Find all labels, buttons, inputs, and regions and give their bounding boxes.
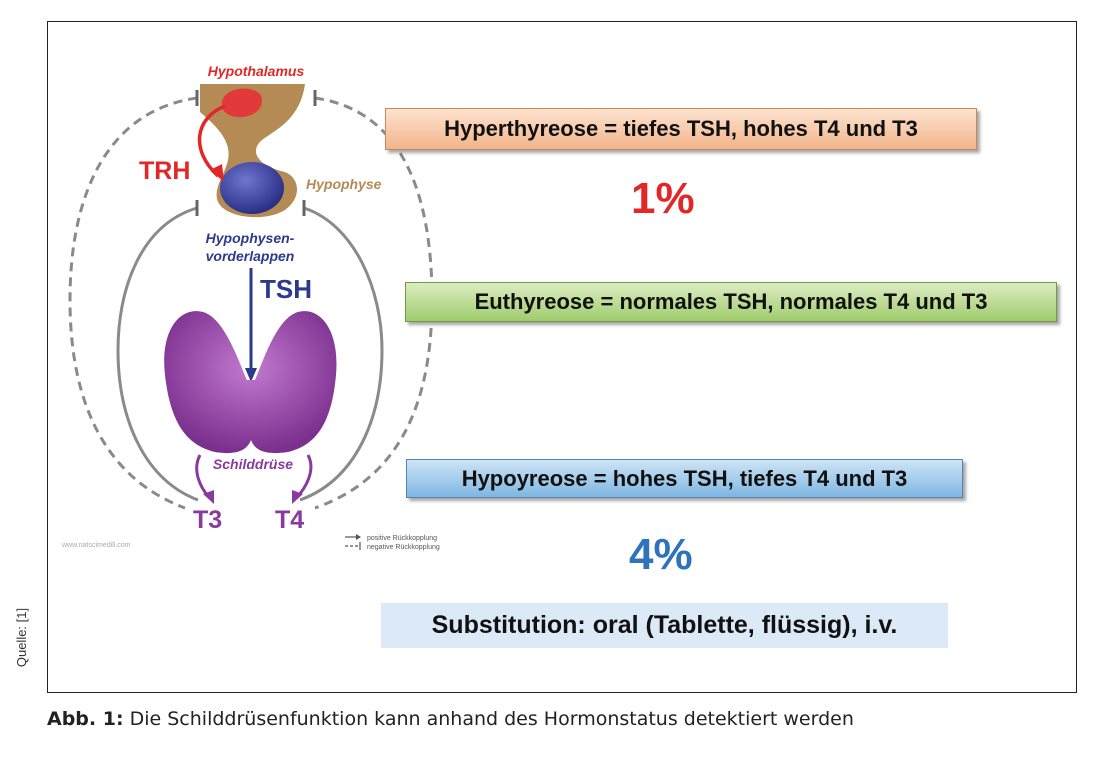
anterior-pituitary-label-line1: Hypophysen- [206,230,295,246]
euthyreose-box: Euthyreose = normales TSH, normales T4 u… [405,282,1057,322]
watermark: www.natscimedill.com [61,542,131,549]
t3-label: T3 [193,506,222,534]
caption-text: Die Schilddrüsenfunktion kann anhand des… [124,708,854,730]
caption-label: Abb. 1: [47,708,124,730]
legend: positive Rückkopplung negative Rückkoppl… [345,534,440,551]
substitution-box: Substitution: oral (Tablette, flüssig), … [381,603,948,648]
hypothyreose-box: Hypoyreose = hohes TSH, tiefes T4 und T3 [406,459,963,498]
thyroid-axis-diagram: Hypothalamus TRH Hypophyse Hypophysen- v… [0,0,1100,700]
hypothalamus-label: Hypothalamus [208,63,305,79]
tsh-label: TSH [260,274,312,304]
thyroid-label: Schilddrüse [213,456,293,472]
t3-arrow [197,455,210,498]
legend-positive-arrowhead [356,534,361,540]
anterior-pituitary-shape [220,162,284,214]
hyperthyreose-percentage: 1% [631,174,695,224]
t4-label: T4 [275,506,304,534]
legend-positive-label: positive Rückkopplung [367,535,437,542]
source-label: Quelle: [1] [12,590,32,685]
trh-arrowhead [210,164,224,182]
anterior-pituitary-label-line2: vorderlappen [206,248,295,264]
figure-caption: Abb. 1: Die Schilddrüsenfunktion kann an… [47,708,854,730]
legend-negative-label: negative Rückkopplung [367,544,440,551]
hyperthyreose-box: Hyperthyreose = tiefes TSH, hohes T4 und… [385,108,977,150]
hypothyreose-percentage: 4% [629,530,693,580]
trh-label: TRH [139,157,190,185]
t4-arrow [296,455,311,498]
hypophyse-label: Hypophyse [306,176,382,192]
